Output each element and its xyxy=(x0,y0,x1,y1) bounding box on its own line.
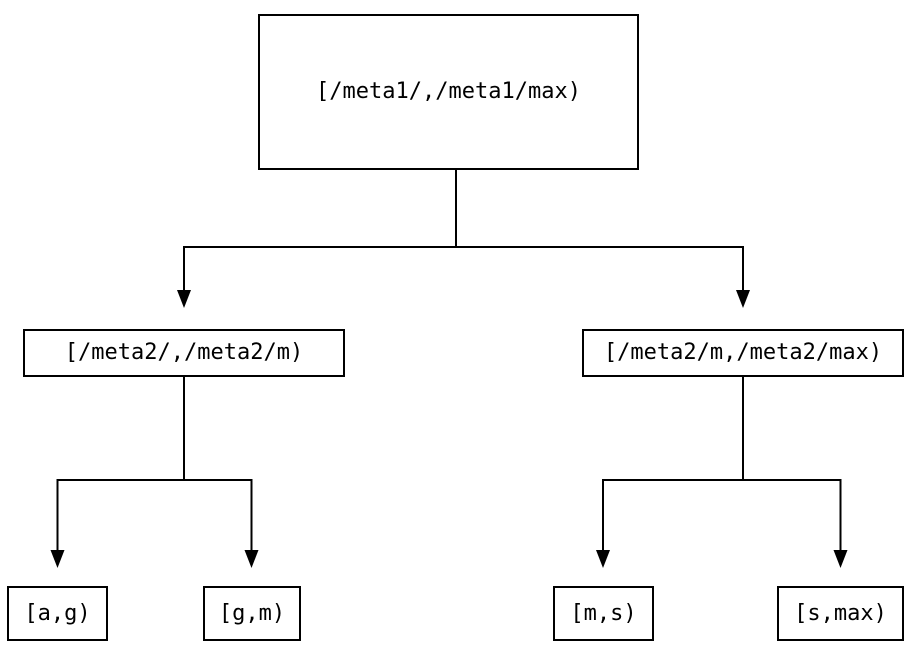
node-leaf-gm: [g,m) xyxy=(203,586,301,641)
node-leaf-ms: [m,s) xyxy=(553,586,654,641)
node-meta2-low: [/meta2/,/meta2/m) xyxy=(23,329,345,377)
node-leaf-smax-label: [s,max) xyxy=(794,600,887,626)
node-meta2-high: [/meta2/m,/meta2/max) xyxy=(582,329,904,377)
node-leaf-ag-label: [a,g) xyxy=(24,600,91,626)
node-leaf-ms-label: [m,s) xyxy=(570,600,637,626)
node-leaf-ag: [a,g) xyxy=(7,586,108,641)
node-root-label: [/meta1/,/meta1/max) xyxy=(316,79,581,104)
node-root: [/meta1/,/meta1/max) xyxy=(258,14,639,170)
edge-right-split xyxy=(596,377,848,568)
node-meta2-high-label: [/meta2/m,/meta2/max) xyxy=(603,340,883,365)
node-leaf-gm-label: [g,m) xyxy=(218,600,286,626)
edge-root-split xyxy=(177,170,750,308)
node-meta2-low-label: [/meta2/,/meta2/m) xyxy=(64,340,304,365)
node-leaf-smax: [s,max) xyxy=(777,586,904,641)
edge-left-split xyxy=(50,377,259,568)
